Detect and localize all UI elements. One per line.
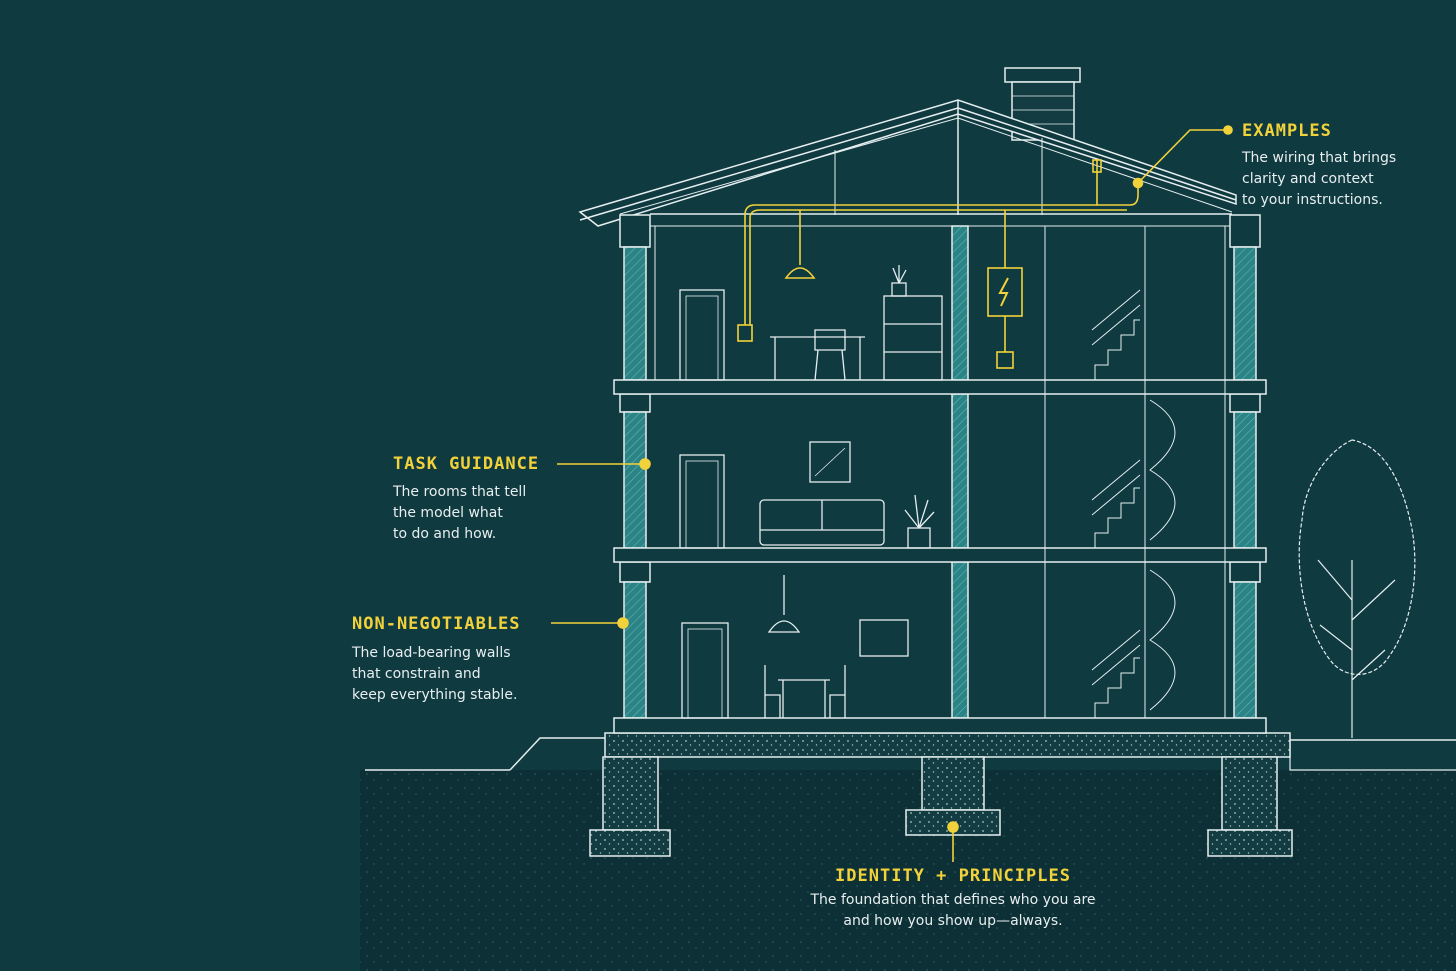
callout-leaders xyxy=(551,125,1233,862)
non-negotiables-title: NON-NEGOTIABLES xyxy=(352,614,521,634)
house-structure xyxy=(613,214,1267,734)
plant-icon xyxy=(904,494,935,529)
task-guidance-description: The rooms that tell the model what to do… xyxy=(393,482,526,545)
lightning-icon xyxy=(998,277,1009,307)
tree-icon xyxy=(1298,439,1416,738)
identity-title: IDENTITY + PRINCIPLES xyxy=(835,866,1071,886)
foundation xyxy=(589,732,1293,857)
task-guidance-line: The rooms that tell xyxy=(393,484,527,500)
lamp-icon xyxy=(767,620,801,633)
wiring xyxy=(737,159,1139,369)
examples-line: The wiring that brings xyxy=(1242,150,1397,166)
non-negotiables-line: that constrain and xyxy=(352,666,481,682)
examples-line: clarity and context xyxy=(1242,171,1374,187)
identity-line: The foundation that defines who you are xyxy=(810,892,1096,908)
task-guidance-title: TASK GUIDANCE xyxy=(393,454,540,474)
non-negotiables-line: The load-bearing walls xyxy=(352,645,511,661)
ground-floor-furniture xyxy=(681,575,909,719)
non-negotiables-description: The load-bearing walls that constrain an… xyxy=(352,643,517,706)
examples-line: to your instructions. xyxy=(1242,192,1383,208)
top-floor-furniture xyxy=(679,265,943,381)
plant-icon xyxy=(892,265,907,284)
task-guidance-line: to do and how. xyxy=(393,526,497,542)
examples-description: The wiring that brings clarity and conte… xyxy=(1242,148,1396,211)
identity-description: The foundation that defines who you are … xyxy=(745,890,1161,932)
lamp-icon xyxy=(784,267,816,279)
staircase xyxy=(1091,289,1176,718)
identity-line: and how you show up—always. xyxy=(843,913,1063,929)
middle-floor-furniture xyxy=(679,441,935,549)
task-guidance-line: the model what xyxy=(393,505,503,521)
roof xyxy=(578,67,1237,227)
examples-title: EXAMPLES xyxy=(1242,121,1332,141)
non-negotiables-line: keep everything stable. xyxy=(352,687,518,703)
